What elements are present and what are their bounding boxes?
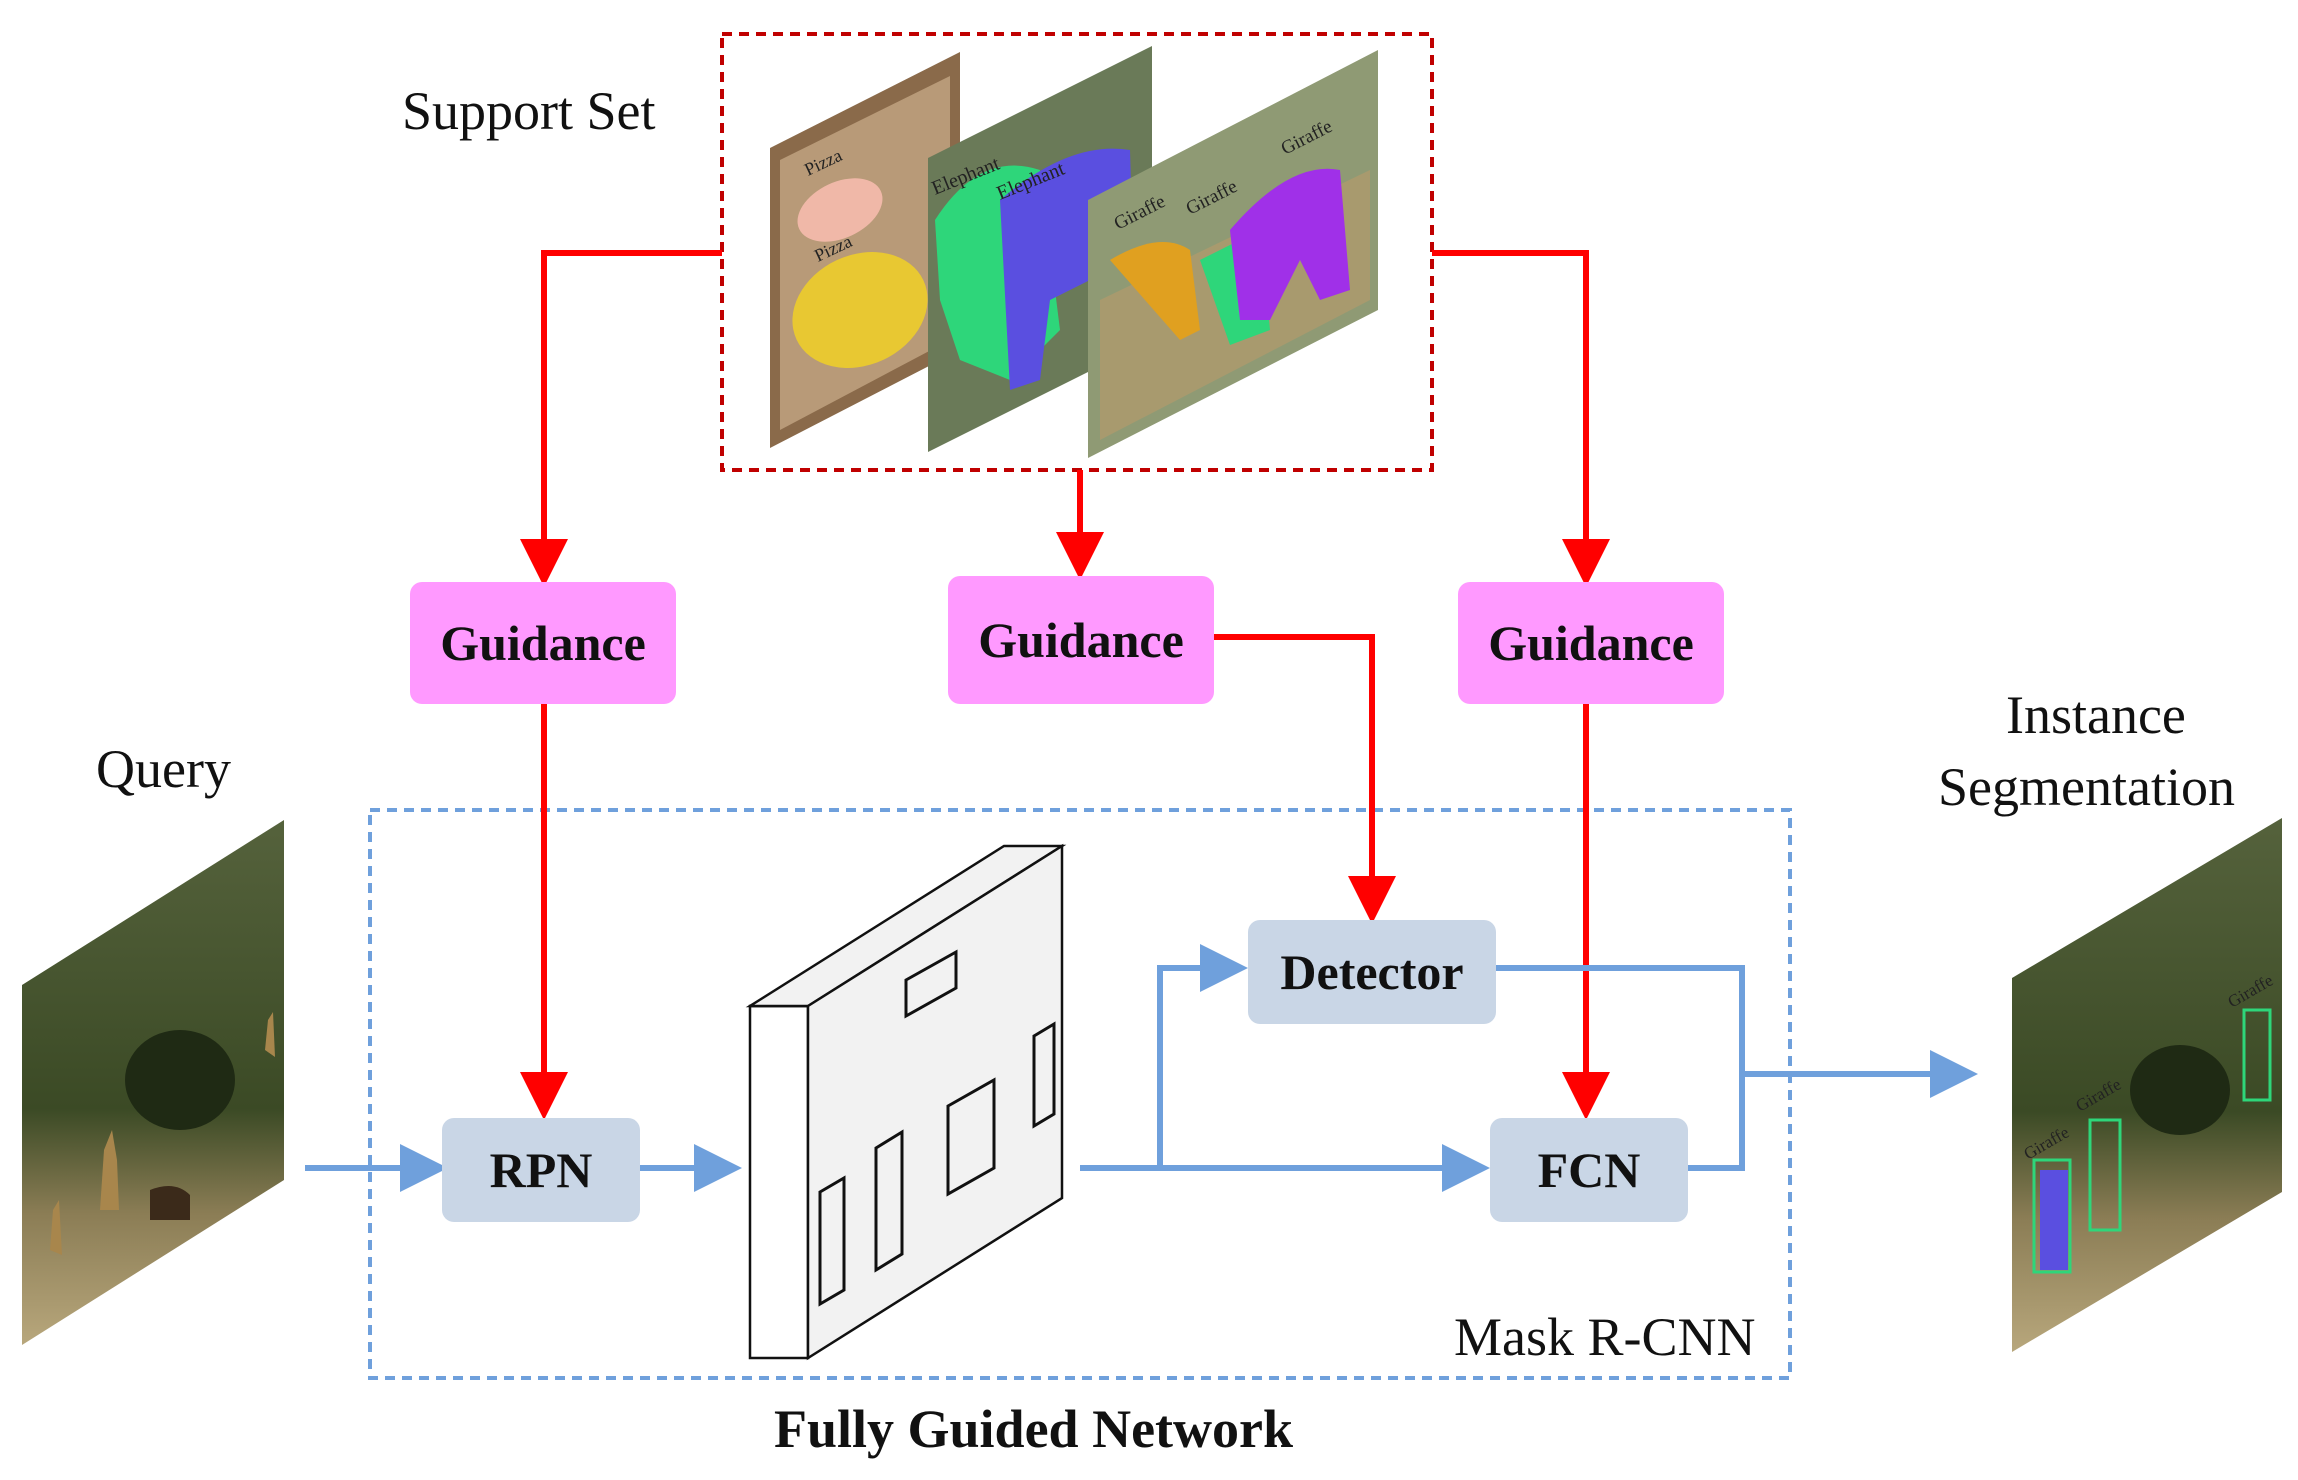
feature-to-detector-arrow: [1157, 944, 1248, 1168]
detector-block: Detector: [1248, 920, 1496, 1024]
support-image-elephant: Elephant Elephant: [928, 46, 1152, 452]
support-image-pizza: Pizza Pizza: [770, 52, 960, 448]
guidance-block-mid: Guidance: [948, 576, 1214, 704]
guidance-block-left: Guidance: [410, 582, 676, 704]
mask-rcnn-box: [368, 808, 1792, 1380]
query-label: Query: [96, 739, 231, 799]
fcn-block: FCN: [1490, 1118, 1688, 1222]
detector-output-line: [1496, 965, 1745, 1171]
support-set-label: Support Set: [402, 81, 656, 141]
guidance-block-right: Guidance: [1458, 582, 1724, 704]
feature-map-slab: [745, 843, 1067, 1361]
instance-label-line2: Segmentation: [1938, 757, 2235, 817]
support-to-guidance-right-arrow: [1432, 250, 1610, 587]
support-to-guidance-left-arrow: [520, 250, 722, 587]
rpn-block: RPN: [442, 1118, 640, 1222]
network-title: Fully Guided Network: [774, 1399, 1294, 1459]
support-image-giraffe: Giraffe Giraffe Giraffe: [1088, 50, 1378, 458]
guidance-to-detector-arrow: [1214, 634, 1396, 924]
query-image: [22, 820, 284, 1345]
result-image: Giraffe Giraffe Giraffe: [2012, 818, 2282, 1352]
mask-rcnn-label: Mask R-CNN: [1454, 1307, 1756, 1367]
instance-label-line1: Instance: [2006, 685, 2186, 745]
